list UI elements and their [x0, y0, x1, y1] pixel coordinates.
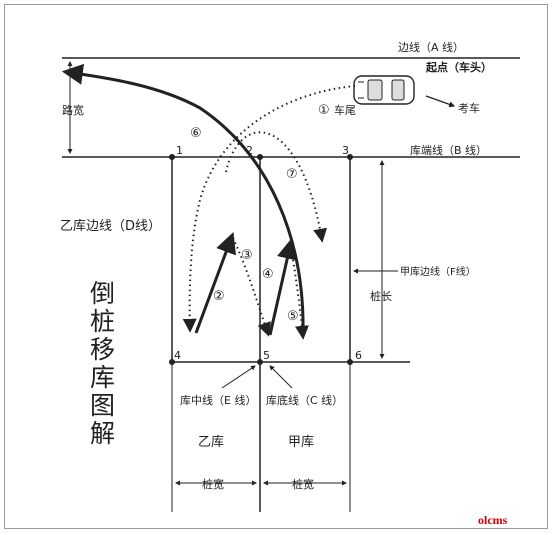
line-a-label: 边线（A 线） [398, 40, 464, 54]
trajectory-7 [225, 131, 327, 243]
trajectory-2 [194, 232, 236, 334]
point-2-label: 2 [246, 144, 253, 157]
title-char: 倒 [90, 279, 115, 308]
trajectory-6 [61, 63, 305, 336]
title-char: 移 [90, 335, 115, 364]
examinee-car-label: 考车 [458, 101, 480, 115]
step-1: ① [318, 103, 330, 118]
point-3-dot [347, 154, 353, 160]
point-3-label: 3 [342, 144, 349, 157]
point-2-dot [257, 154, 263, 160]
garage-jia-label: 甲库 [288, 434, 314, 450]
road-width-label: 路宽 [62, 103, 84, 117]
title-char: 图 [90, 391, 115, 420]
car-rear-label: 车尾 [334, 103, 356, 117]
step-7: ⑦ [286, 167, 298, 182]
pile-length-label: 桩长 [370, 289, 392, 303]
step-4: ④ [262, 267, 274, 282]
line-e-label: 库中线（E 线） [180, 393, 256, 407]
diagram-frame [4, 4, 548, 529]
point-5-dot [257, 359, 263, 365]
car-icon [353, 75, 415, 105]
line-f-label: 甲库边线（F线） [400, 265, 476, 278]
examinee-car-arrow [425, 95, 456, 108]
start-point-label: 起点（车头） [425, 60, 492, 74]
line-e-pointer [221, 365, 256, 389]
trajectory-5 [290, 244, 309, 340]
step-3: ③ [241, 248, 253, 263]
point-1-dot [169, 154, 175, 160]
line-b-label: 库端线（B 线） [410, 143, 487, 157]
line-c-pointer [269, 365, 293, 389]
trajectory-1 [182, 85, 356, 333]
watermark: olcms [478, 513, 508, 527]
point-6-dot [347, 359, 353, 365]
step-6: ⑥ [190, 126, 202, 141]
point-5-label: 5 [263, 349, 270, 362]
garage-yi-label: 乙库 [198, 434, 224, 450]
title-char: 解 [90, 419, 115, 448]
line-c-label: 库底线（C 线） [266, 393, 343, 407]
trajectory-4 [268, 237, 298, 336]
point-4-dot [169, 359, 175, 365]
point-4-label: 4 [174, 349, 181, 362]
title-char: 桩 [90, 307, 115, 336]
diagram-title: 倒 桩 移 库 图 解 [90, 279, 115, 448]
point-6-label: 6 [355, 349, 362, 362]
point-1-label: 1 [176, 144, 183, 157]
step-5: ⑤ [287, 309, 299, 324]
line-d-label: 乙库边线（D线） [60, 218, 161, 234]
title-char: 库 [90, 363, 115, 392]
trajectory-3 [232, 237, 271, 337]
step-2: ② [213, 289, 225, 304]
pile-width-label-1: 桩宽 [202, 477, 224, 491]
pile-width-label-2: 桩宽 [292, 477, 314, 491]
